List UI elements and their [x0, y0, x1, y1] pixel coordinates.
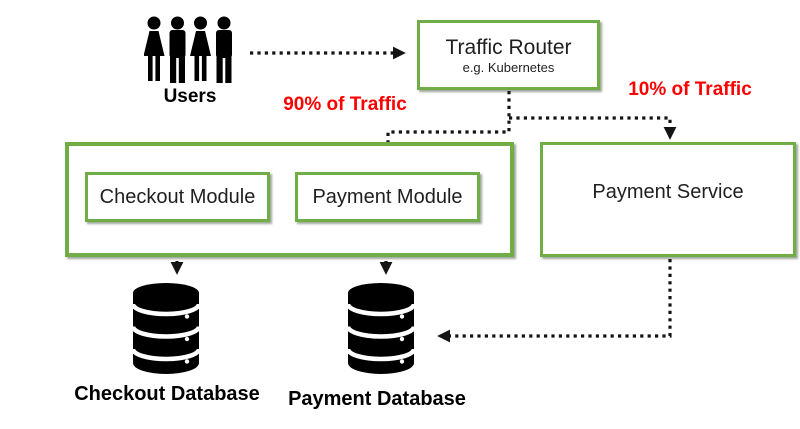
edge-router-to-payment-service: [509, 116, 677, 140]
payment-service-box: Payment Service: [540, 142, 796, 257]
payment-database-label: Payment Database: [288, 388, 466, 410]
traffic-router-box: Traffic Router e.g. Kubernetes: [417, 20, 600, 90]
checkout-database-icon: [132, 283, 200, 374]
payment-service-label: Payment Service: [592, 181, 744, 203]
checkout-module-box: Checkout Module: [85, 172, 270, 222]
traffic-90-label: 90% of Traffic: [283, 94, 407, 115]
checkout-module-label: Checkout Module: [99, 185, 256, 208]
male-user-icon: [169, 16, 186, 83]
payment-database-icon: [347, 283, 415, 374]
users-group-icon: [144, 16, 232, 83]
female-user-icon: [190, 16, 211, 81]
male-user-icon: [216, 16, 232, 83]
traffic-router-subtitle: e.g. Kubernetes: [462, 59, 555, 75]
traffic-10-label: 10% of Traffic: [628, 79, 752, 100]
checkout-database-label: Checkout Database: [74, 383, 260, 405]
edge-payment-service-to-payment-db: [437, 259, 672, 343]
female-user-icon: [144, 16, 165, 81]
traffic-router-title: Traffic Router: [445, 35, 572, 59]
payment-module-label: Payment Module: [312, 185, 463, 208]
payment-module-box: Payment Module: [295, 172, 480, 222]
users-label: Users: [163, 86, 217, 107]
